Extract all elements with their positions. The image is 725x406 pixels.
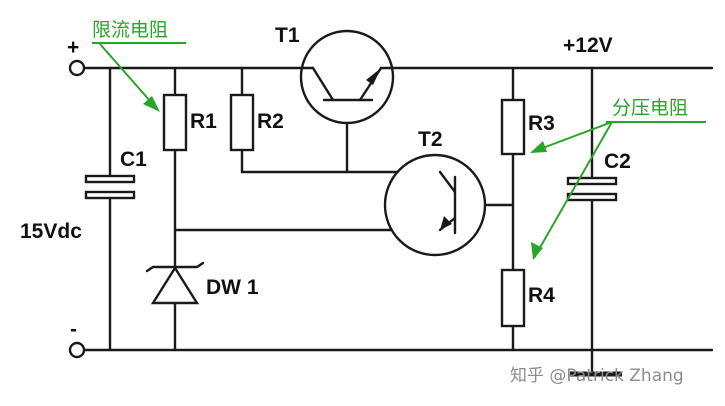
- c2-label: C2: [604, 150, 631, 173]
- voltage-divider-note: 分压电阻: [612, 97, 688, 119]
- positive-terminal: [68, 59, 86, 77]
- resistor-r2: [229, 93, 255, 152]
- current-limit-annotation: 限流电阻: [92, 19, 186, 112]
- current-limit-note: 限流电阻: [92, 19, 168, 41]
- t1-label: T1: [275, 24, 300, 47]
- c1-label: C1: [120, 148, 147, 171]
- capacitor-c2: [566, 176, 618, 202]
- resistor-r1: [162, 93, 188, 152]
- capacitor-c1: [84, 174, 136, 200]
- r1-label: R1: [190, 110, 217, 133]
- r3-label: R3: [528, 112, 555, 135]
- plus-label: +: [67, 36, 79, 59]
- supply-voltage-label: 15Vdc: [20, 220, 82, 243]
- zener-diode-dw1: [145, 261, 205, 305]
- resistor-r3: [500, 98, 526, 156]
- transistor-t2: [383, 153, 487, 257]
- r2-label: R2: [257, 110, 284, 133]
- negative-terminal: [68, 341, 86, 359]
- transistor-t1: [298, 29, 395, 125]
- output-voltage-label: +12V: [563, 34, 613, 57]
- t2-label: T2: [418, 128, 443, 151]
- r4-label: R4: [528, 284, 555, 307]
- resistor-r4: [500, 268, 526, 328]
- voltage-divider-annotation: 分压电阻: [530, 97, 706, 260]
- dw1-label: DW 1: [206, 276, 259, 299]
- minus-label: -: [70, 318, 77, 341]
- watermark-text: 知乎 @Patrick Zhang: [510, 366, 684, 386]
